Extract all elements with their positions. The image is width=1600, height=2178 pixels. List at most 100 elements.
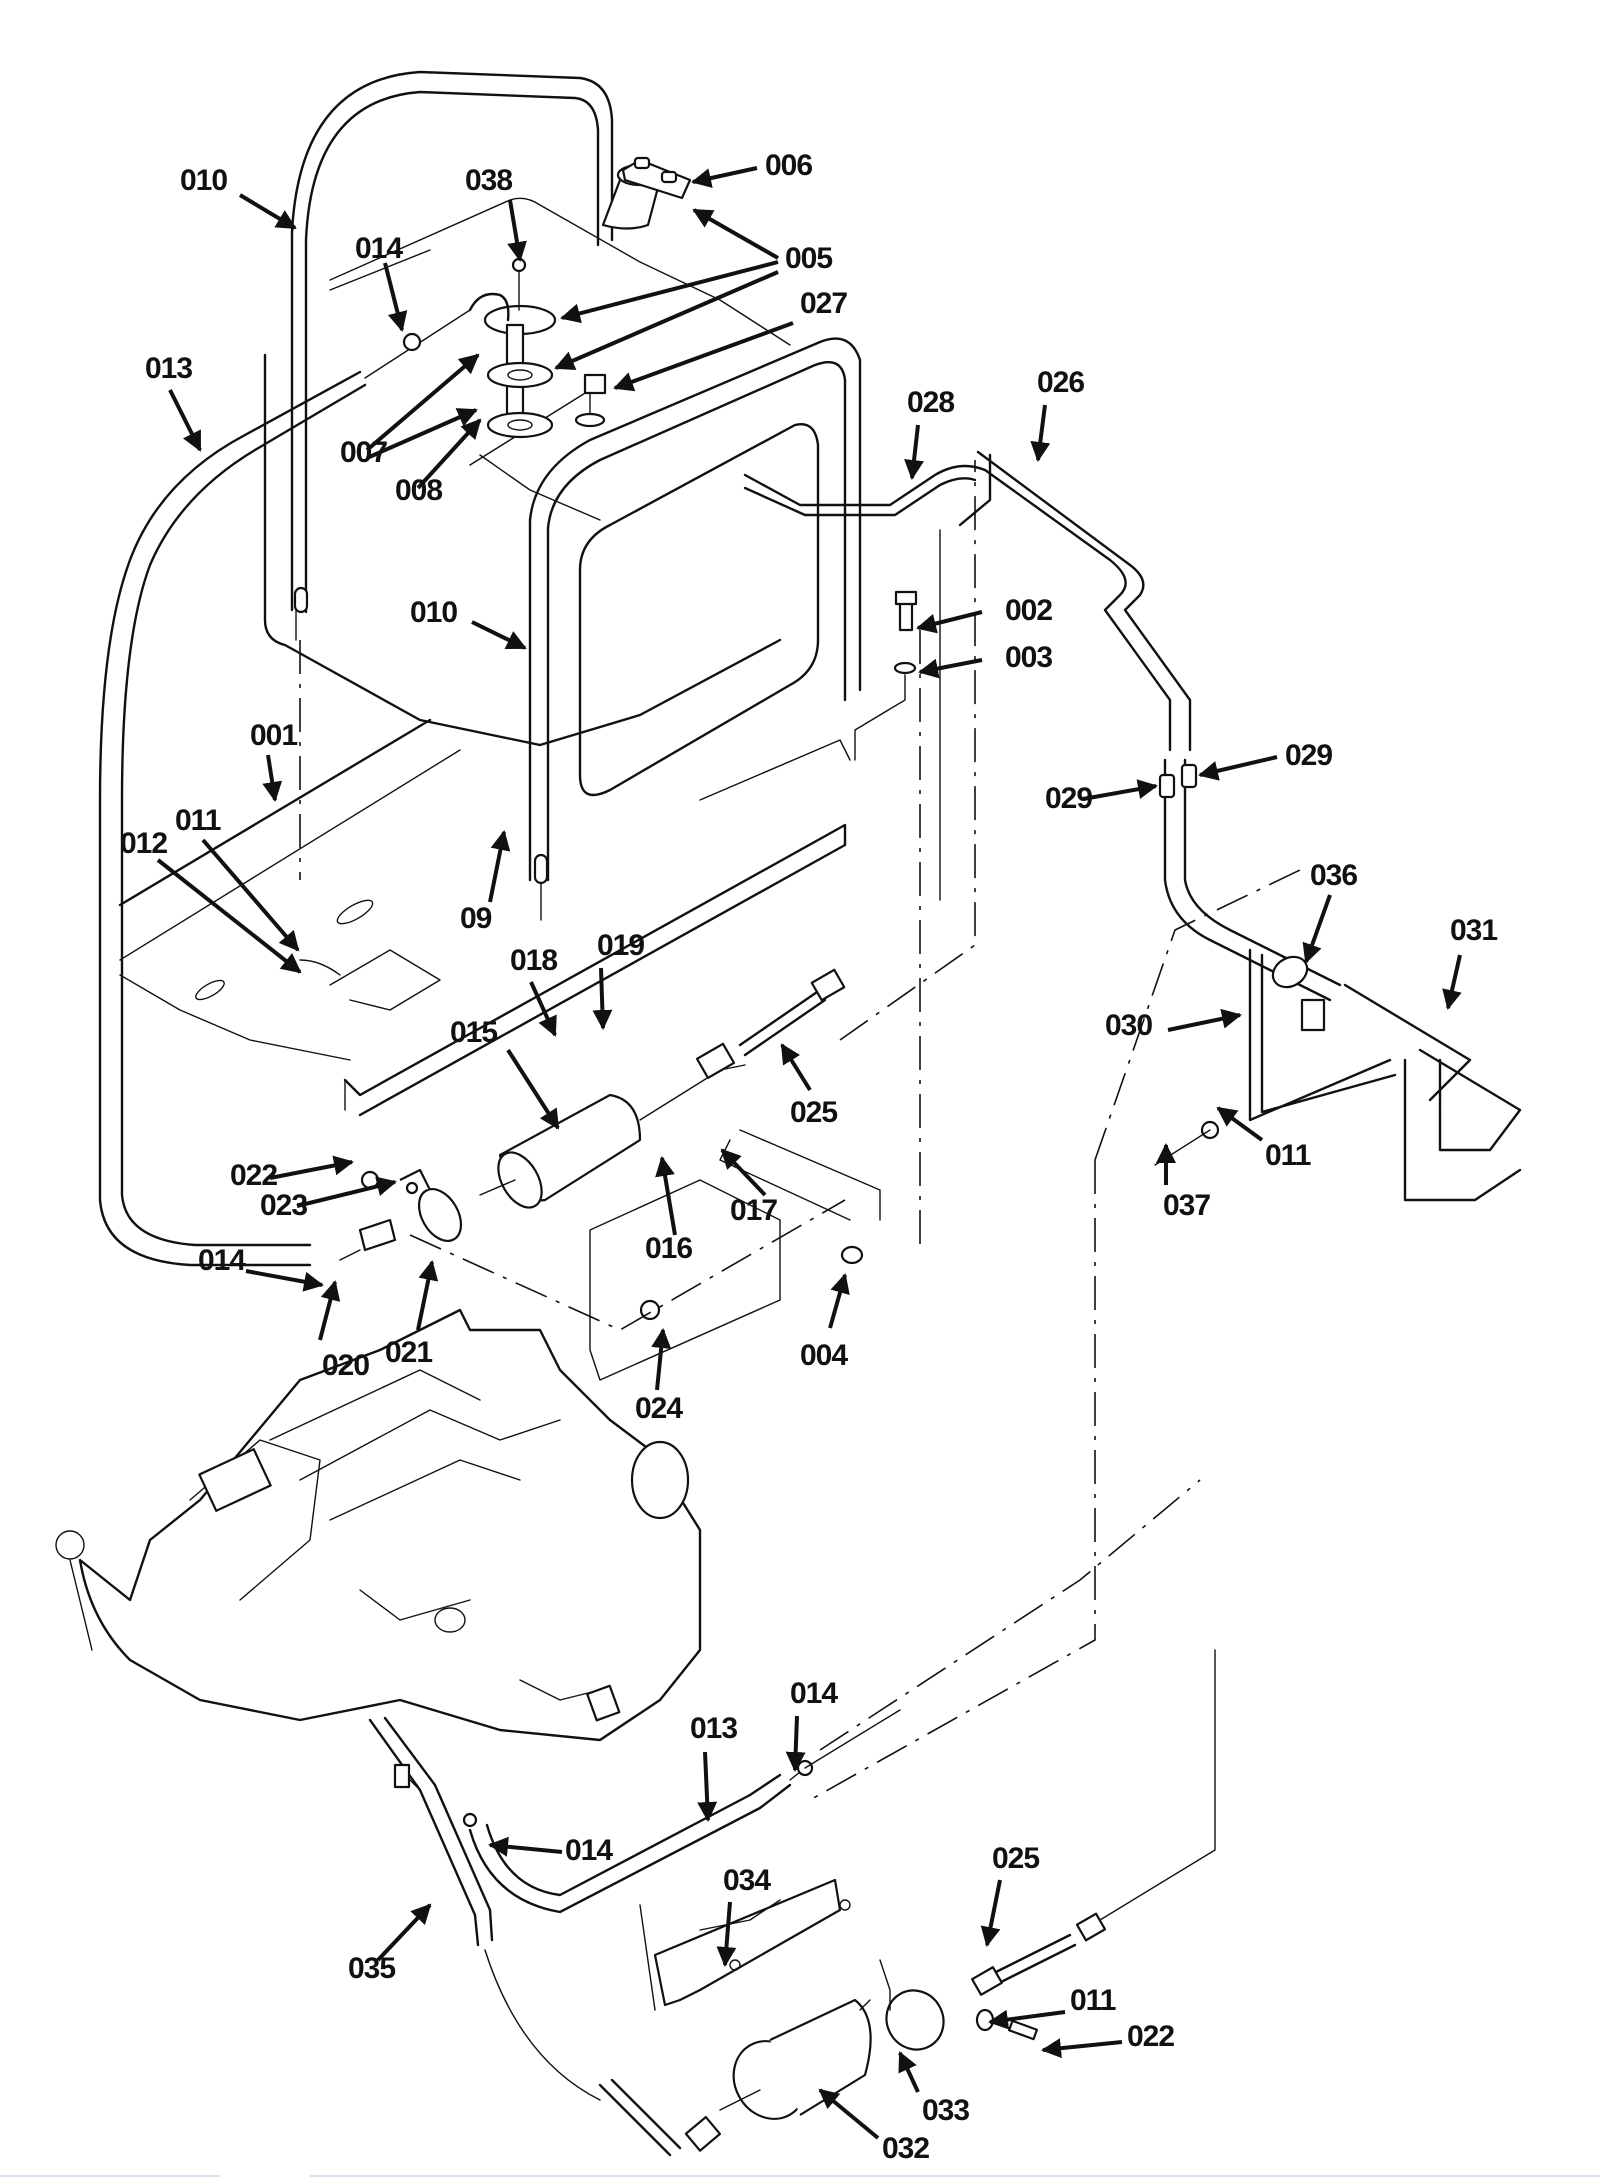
- leader-arrow-035: [376, 1903, 432, 1962]
- callout-label-019: 019: [597, 929, 644, 962]
- filler-cap: [601, 156, 692, 230]
- leader-arrow-038: [507, 199, 527, 262]
- leader-arrow-020: [318, 1280, 341, 1341]
- callout-label-025: 025: [992, 1842, 1039, 1875]
- callout-label-036: 036: [1310, 859, 1357, 892]
- leader-arrow-008: [416, 418, 482, 490]
- leader-arrow-011: [1216, 1106, 1264, 1142]
- callout-label-09: 09: [460, 902, 492, 935]
- leader-arrow-029: [1082, 779, 1158, 801]
- return-line-and-clamp: [1154, 948, 1522, 1202]
- callout-label-025: 025: [790, 1096, 837, 1129]
- callout-label-011: 011: [175, 804, 221, 837]
- callout-label-032: 032: [882, 2132, 929, 2165]
- leader-arrow-036: [1302, 894, 1332, 964]
- leader-arrow-003: [918, 658, 983, 679]
- leader-arrow-012: [156, 858, 302, 974]
- callout-label-021: 021: [385, 1336, 432, 1369]
- callout-label-015: 015: [450, 1016, 497, 1049]
- callout-label-022: 022: [1127, 2020, 1174, 2053]
- callout-label-035: 035: [348, 1952, 395, 1985]
- leader-arrow-016: [655, 1156, 677, 1236]
- leader-arrows: [156, 166, 1462, 2140]
- callout-label-020: 020: [322, 1349, 369, 1382]
- leader-arrow-014: [383, 262, 408, 332]
- leader-arrow-005: [692, 208, 779, 260]
- fuel-sender-unit: [468, 257, 557, 439]
- leader-arrow-005: [560, 260, 779, 324]
- callout-label-038: 038: [465, 164, 512, 197]
- callout-label-014: 014: [565, 1834, 613, 1867]
- leader-arrow-007: [366, 408, 478, 460]
- leader-arrow-026: [1030, 404, 1051, 462]
- leader-arrow-027: [613, 321, 794, 392]
- leader-arrow-010: [238, 193, 297, 230]
- leader-arrow-022: [1041, 2038, 1123, 2059]
- callout-label-018: 018: [510, 944, 557, 977]
- leader-arrow-014: [785, 1715, 806, 1772]
- leader-arrow-011: [988, 2009, 1066, 2030]
- callout-label-034: 034: [723, 1864, 771, 1897]
- leader-arrow-013: [168, 389, 202, 452]
- callout-label-006: 006: [765, 149, 812, 182]
- callout-label-011: 011: [1265, 1139, 1311, 1172]
- leader-arrow-034: [716, 1901, 737, 1967]
- callout-label-031: 031: [1450, 914, 1497, 947]
- leader-arrow-025: [980, 1879, 1002, 1947]
- callout-label-030: 030: [1105, 1009, 1152, 1042]
- callout-label-033: 033: [922, 2094, 969, 2127]
- leader-arrow-031: [1442, 954, 1462, 1010]
- callout-label-007: 007: [340, 436, 387, 469]
- leader-arrow-017: [720, 1148, 767, 1197]
- alignment-lines: [299, 460, 1301, 1801]
- leader-arrow-023: [296, 1176, 397, 1208]
- callout-label-028: 028: [907, 386, 954, 419]
- leader-arrow-033: [898, 2051, 920, 2093]
- leader-arrow-001: [262, 754, 283, 802]
- callout-label-029: 029: [1285, 739, 1332, 772]
- mounting-bracket-fasteners: [589, 590, 918, 1381]
- callout-label-029: 029: [1045, 782, 1092, 815]
- callout-label-014: 014: [790, 1677, 838, 1710]
- callout-label-003: 003: [1005, 641, 1052, 674]
- callout-label-027: 027: [800, 287, 847, 320]
- fuel-line-035: [368, 1716, 722, 2157]
- leader-arrow-013: [697, 1751, 718, 1822]
- callout-label-026: 026: [1037, 366, 1084, 399]
- fuel-hose-upper: [98, 309, 471, 1267]
- leader-arrow-09: [488, 830, 511, 903]
- leader-arrow-014: [245, 1269, 324, 1292]
- fuel-filter-assembly: [639, 1649, 1216, 2120]
- callout-label-014: 014: [355, 232, 403, 265]
- tank-strap-front: [528, 337, 862, 921]
- leader-arrow-029: [1198, 755, 1278, 781]
- leader-arrow-022: [269, 1155, 354, 1180]
- callout-label-014: 014: [198, 1244, 246, 1277]
- callout-label-001: 001: [250, 719, 297, 752]
- leader-arrow-004: [828, 1273, 850, 1329]
- leader-arrow-028: [904, 424, 924, 480]
- leader-arrow-006: [691, 166, 758, 188]
- leader-arrow-019: [592, 967, 613, 1030]
- callout-label-024: 024: [635, 1392, 683, 1425]
- leader-arrow-007: [365, 353, 480, 452]
- leader-arrow-011: [201, 838, 300, 952]
- callout-label-013: 013: [690, 1712, 737, 1745]
- leader-arrow-005: [554, 270, 779, 371]
- tank-strap-upper: [290, 70, 614, 641]
- leader-arrow-030: [1167, 1008, 1242, 1032]
- callout-label-002: 002: [1005, 594, 1052, 627]
- engine-block: [55, 1308, 702, 1742]
- callout-label-012: 012: [120, 827, 167, 860]
- leader-arrow-014: [488, 1836, 563, 1857]
- leader-arrow-021: [416, 1260, 439, 1331]
- leader-arrow-015: [506, 1048, 560, 1130]
- elbow-fitting: [574, 373, 607, 428]
- fuel-pump-assembly: [339, 968, 846, 1261]
- callout-label-011: 011: [1070, 1984, 1116, 2017]
- fuel-line-tubes: [743, 450, 1342, 1002]
- frame-base-plate: [118, 718, 851, 1117]
- leader-arrow-002: [916, 610, 983, 634]
